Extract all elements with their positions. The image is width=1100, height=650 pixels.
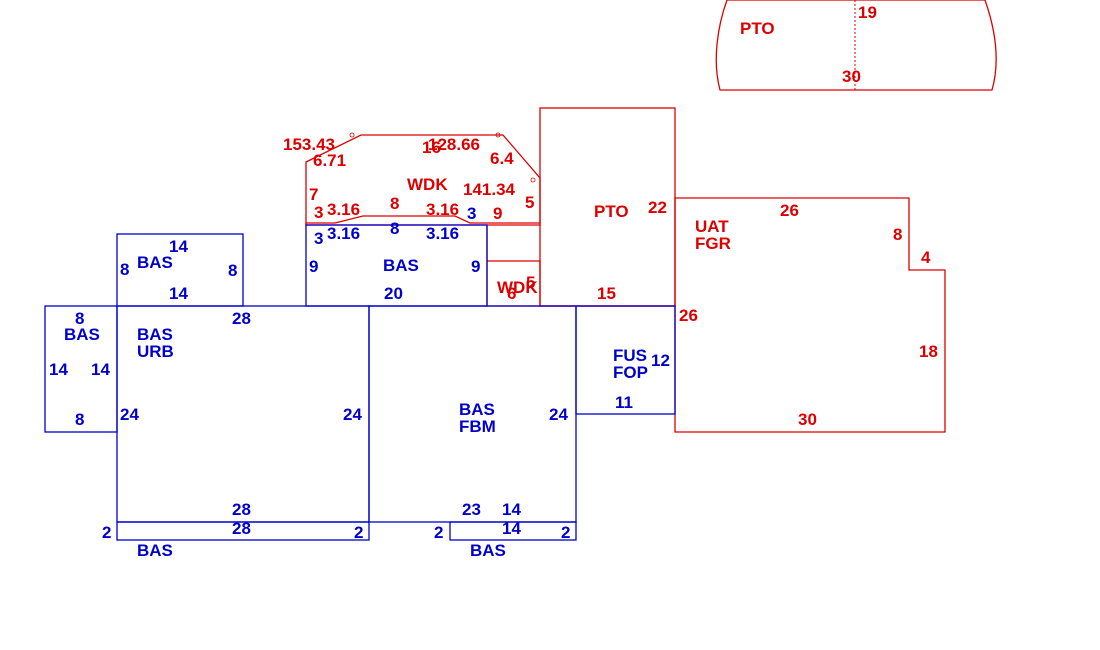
dim-bas-c-3-blue: 3	[467, 204, 476, 223]
area-label-bas-upper-left: BAS	[137, 253, 173, 272]
dim-bas-c-9-left: 9	[309, 257, 318, 276]
dim-bas-c-8: 8	[390, 219, 399, 238]
fus-outline	[575, 305, 676, 415]
dim-uat-26-top: 26	[780, 201, 799, 220]
dim-pto-top-30: 30	[842, 67, 861, 86]
dim-bas-ul-8-right: 8	[228, 261, 237, 280]
area-label-pto-top: PTO	[740, 19, 775, 38]
living-labels: 3 3.16 8 3.16 3 9 BAS 9 20 14 BAS 8 8 14…	[49, 204, 670, 560]
area-label-bas-center-upper: BAS	[383, 256, 419, 275]
dim-bas-c-20: 20	[384, 284, 403, 303]
dim-wdk-6-71: 6.71	[313, 151, 346, 170]
area-label-bas-main-center: BAS	[459, 400, 495, 419]
uat-outline	[674, 197, 946, 433]
dim-bas-ul-14-bottom: 14	[169, 284, 188, 303]
dim-main-23: 23	[462, 500, 481, 519]
dim-bas-lw-8-top: 8	[75, 309, 84, 328]
dim-strip-l-2-right: 2	[354, 523, 363, 542]
area-label-bas-strip-right: BAS	[470, 541, 506, 560]
wdk-vertex-1	[349, 132, 355, 138]
dim-wdk-8: 8	[390, 194, 399, 213]
area-label-fop: FOP	[613, 363, 648, 382]
dim-main-28-bottom: 28	[232, 500, 251, 519]
dim-uat-8: 8	[893, 225, 902, 244]
dim-strip-l-28: 28	[232, 519, 251, 538]
dim-wdk-9: 9	[493, 204, 502, 223]
dim-pto-15: 15	[597, 284, 616, 303]
dim-bas-c-3-16-left: 3.16	[327, 224, 360, 243]
dim-pto-top-19: 19	[858, 3, 877, 22]
dim-pto-22: 22	[648, 198, 667, 217]
wdk-vertex-3	[530, 177, 536, 183]
pto-top-outline	[715, 0, 997, 91]
dim-strip-r-14: 14	[502, 519, 521, 538]
dim-bas-ul-8-left: 8	[120, 260, 129, 279]
dim-uat-4: 4	[921, 248, 931, 267]
wdk-inner-step	[305, 215, 540, 225]
dim-wdk-small-5: 5	[526, 273, 535, 292]
accessory-labels: PTO 19 30 153.43 16 128.66 6.71 6.4 WDK …	[283, 3, 938, 429]
bas-strip-right-outline	[449, 521, 577, 541]
dim-main-24-right: 24	[549, 405, 568, 424]
dim-wdk-128-66: 128.66	[428, 135, 480, 154]
dim-uat-30: 30	[798, 410, 817, 429]
dim-bas-lw-14-left: 14	[49, 360, 68, 379]
dim-wdk-141-34: 141.34	[463, 180, 516, 199]
dim-bas-c-3-16-right: 3.16	[426, 224, 459, 243]
dim-bas-ul-14-top: 14	[169, 237, 188, 256]
dim-wdk-153-43: 153.43	[283, 135, 335, 154]
dim-main-24-mid: 24	[343, 405, 362, 424]
dim-bas-lw-8-bottom: 8	[75, 410, 84, 429]
dim-wdk-7: 7	[309, 185, 318, 204]
dim-wdk-small-6: 6	[507, 284, 516, 303]
dim-uat-26-left: 26	[679, 306, 698, 325]
dim-bas-lw-14-right: 14	[91, 360, 110, 379]
area-label-bas-main-left: BAS	[137, 325, 173, 344]
area-label-pto-center: PTO	[594, 202, 629, 221]
area-label-wdk-small: WDK	[497, 278, 538, 297]
dim-main-14-bottom: 14	[502, 500, 521, 519]
area-label-fbm: FBM	[459, 417, 496, 436]
dim-uat-18: 18	[919, 342, 938, 361]
area-label-uat: UAT	[695, 217, 729, 236]
dim-bas-ul-28: 28	[232, 309, 251, 328]
dim-strip-r-2-right: 2	[561, 523, 570, 542]
dim-wdk-16: 16	[422, 138, 441, 157]
dim-bas-c-9-right: 9	[471, 257, 480, 276]
area-label-fus: FUS	[613, 346, 647, 365]
bas-strip-left-outline	[116, 521, 370, 541]
area-label-bas-strip-left: BAS	[137, 541, 173, 560]
dim-wdk-5: 5	[525, 193, 534, 212]
dim-wdk-3-16-left: 3.16	[327, 200, 360, 219]
dim-strip-l-2-left: 2	[102, 523, 111, 542]
dim-wdk-6-4: 6.4	[490, 149, 514, 168]
area-label-fgr: FGR	[695, 234, 731, 253]
dim-fus-11: 11	[615, 393, 633, 412]
living-areas	[44, 224, 676, 541]
area-label-wdk-upper: WDK	[407, 175, 448, 194]
area-label-urb: URB	[137, 342, 174, 361]
dim-fus-12: 12	[651, 351, 670, 370]
dim-main-24-left: 24	[120, 405, 139, 424]
area-label-bas-left-wing: BAS	[64, 325, 100, 344]
dim-bas-c-3: 3	[314, 229, 323, 248]
wdk-vertex-2	[495, 132, 501, 138]
dim-wdk-3-16-right: 3.16	[426, 200, 459, 219]
dim-strip-r-2-left: 2	[434, 523, 443, 542]
dim-wdk-3-left: 3	[314, 203, 323, 222]
